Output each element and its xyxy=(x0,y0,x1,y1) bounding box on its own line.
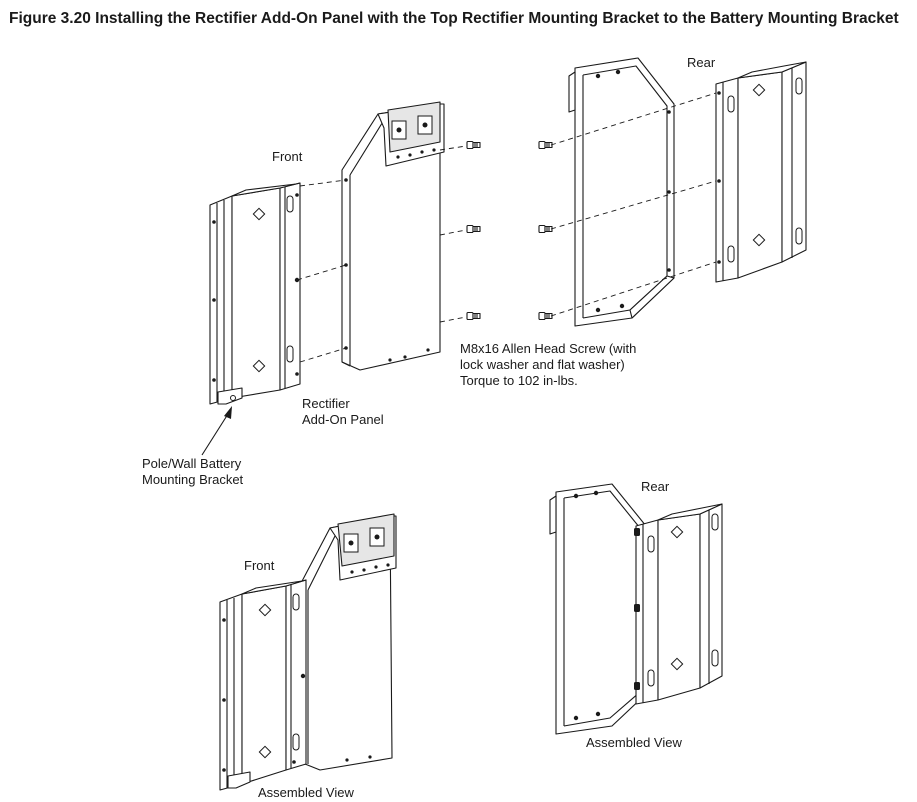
assembled-view-label-left: Assembled View xyxy=(258,785,354,800)
screw-torque-line: Torque to 102 in-lbs. xyxy=(460,373,578,388)
battery-bracket-rear-exploded xyxy=(715,61,807,283)
bracket-label-line2: Mounting Bracket xyxy=(142,472,244,487)
rectifier-label-line2: Add-On Panel xyxy=(302,412,384,427)
rectifier-label-line1: Rectifier xyxy=(302,396,350,411)
battery-bracket-leader-arrow xyxy=(201,406,232,456)
bracket-label-line1: Pole/Wall Battery xyxy=(142,456,242,471)
screw-spec-line1: M8x16 Allen Head Screw (with xyxy=(460,341,637,356)
assembled-view-front xyxy=(219,513,397,791)
screw-spec-line2: lock washer and flat washer) xyxy=(460,357,625,372)
assembled-view-rear xyxy=(549,483,723,735)
allen-head-screws xyxy=(466,140,553,321)
battery-bracket-front-exploded xyxy=(209,182,301,405)
alignment-lines-rear xyxy=(550,92,717,317)
rectifier-add-on-panel-exploded xyxy=(341,101,445,371)
assembled-view-label-right: Assembled View xyxy=(586,735,682,750)
rear-label-top: Rear xyxy=(687,55,716,70)
alignment-lines-front xyxy=(296,145,467,363)
front-label-top: Front xyxy=(272,149,303,164)
rectifier-panel-rear-exploded xyxy=(568,57,675,327)
figure-title: Figure 3.20 Installing the Rectifier Add… xyxy=(9,10,899,27)
rear-label-bottom: Rear xyxy=(641,479,670,494)
front-label-bottom: Front xyxy=(244,558,275,573)
